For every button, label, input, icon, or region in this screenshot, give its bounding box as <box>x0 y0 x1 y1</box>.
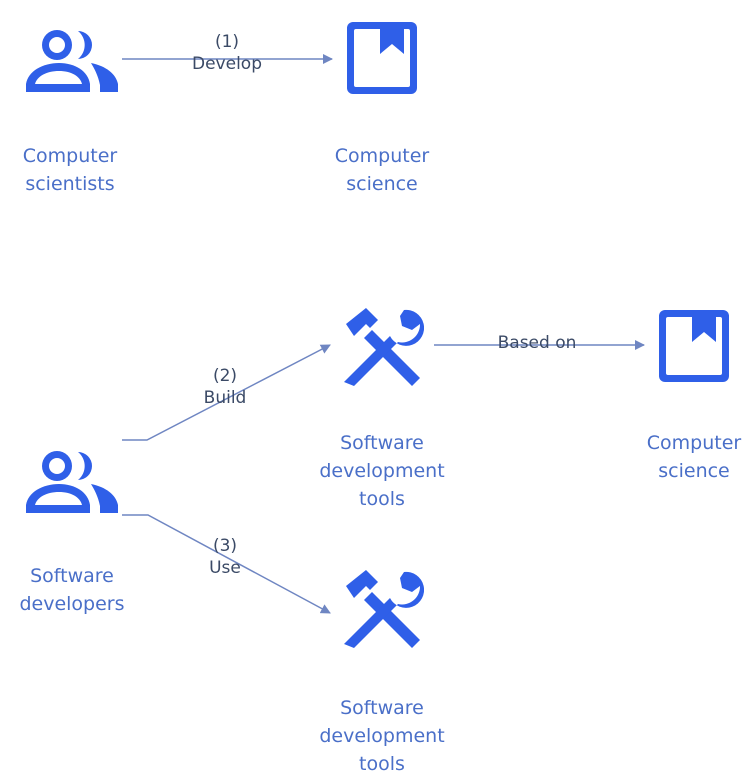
node-label-tools-1: Software development tools <box>307 429 457 513</box>
edge-label-based-on: Based on <box>492 332 582 354</box>
label-line: Software <box>340 697 424 719</box>
node-label-computer-science-2: Computer science <box>619 429 756 485</box>
edge-label-use: (3) Use <box>180 535 270 579</box>
book-icon <box>659 310 729 382</box>
edge-number: (1) <box>214 32 240 52</box>
label-line: Computer <box>646 432 742 454</box>
edge-build <box>122 344 331 441</box>
label-line: Software <box>340 432 424 454</box>
edge-text: Develop <box>192 54 262 74</box>
label-line: development <box>319 725 445 747</box>
label-line: tools <box>359 488 405 510</box>
label-line: Computer <box>22 145 118 167</box>
book-icon <box>347 22 417 94</box>
people-icon <box>26 30 118 92</box>
edge-number: (2) <box>212 366 238 386</box>
edge-use <box>122 514 331 614</box>
label-line: science <box>346 173 418 195</box>
node-label-tools-2: Software development tools <box>307 694 457 778</box>
edge-label-build: (2) Build <box>180 365 270 409</box>
label-line: developers <box>19 593 125 615</box>
node-label-computer-scientists: Computer scientists <box>0 142 145 198</box>
tools-icon <box>344 308 424 386</box>
node-label-computer-science-1: Computer science <box>307 142 457 198</box>
edge-number: (3) <box>212 536 238 556</box>
label-line: Software <box>30 565 114 587</box>
label-line: development <box>319 460 445 482</box>
node-label-software-developers: Software developers <box>0 562 147 618</box>
people-icon <box>26 451 118 513</box>
label-line: tools <box>359 753 405 775</box>
edge-text: Use <box>209 558 241 578</box>
edge-text: Build <box>203 388 247 408</box>
tools-icon <box>344 570 424 648</box>
label-line: science <box>658 460 730 482</box>
edge-text: Based on <box>497 333 577 353</box>
label-line: scientists <box>25 173 115 195</box>
edge-label-develop: (1) Develop <box>182 31 272 75</box>
label-line: Computer <box>334 145 430 167</box>
